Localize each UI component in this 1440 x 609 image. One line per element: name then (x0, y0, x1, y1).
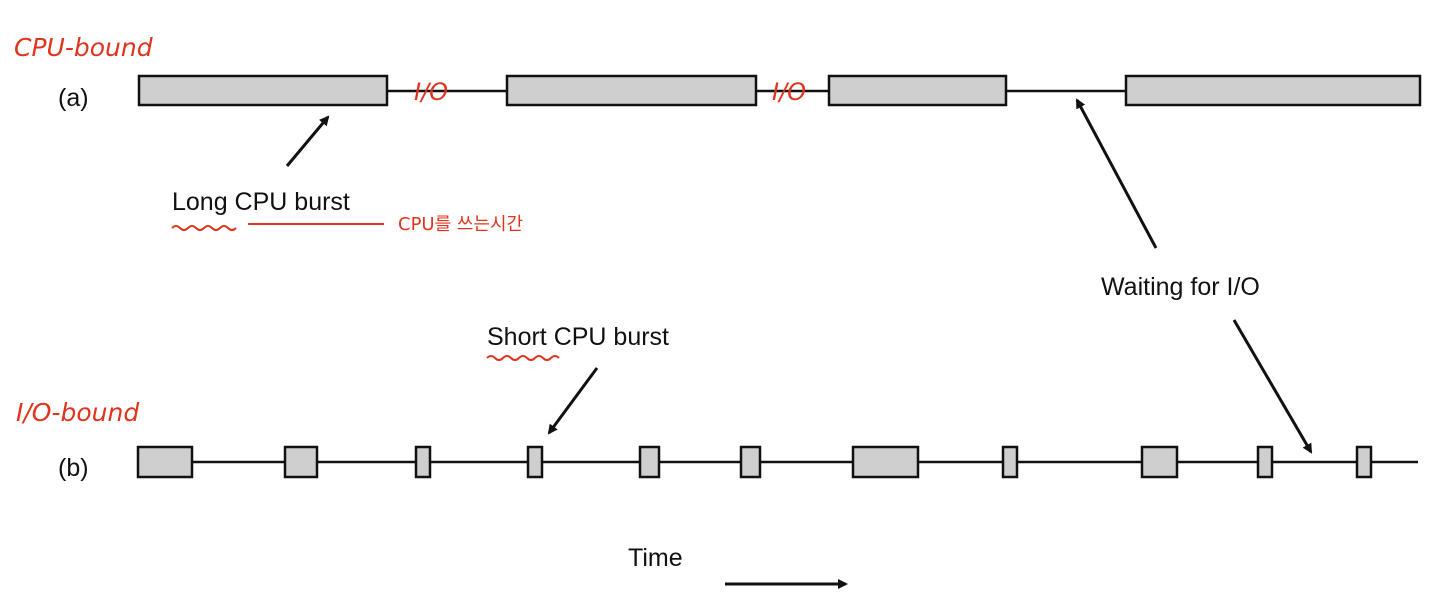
cpu-burst-b-1 (136, 445, 194, 479)
cpu-burst-a-1 (137, 74, 389, 107)
waiting-io-label: Waiting for I/O (1101, 273, 1260, 301)
cpu-burst-b-7 (851, 445, 920, 479)
cpu-burst-a-2 (505, 74, 758, 107)
waiting-arrow-up (1075, 98, 1158, 249)
cpu-burst-b-4 (526, 445, 544, 479)
io-annotation-2: I/O (772, 78, 806, 106)
cpu-burst-b-11 (1355, 445, 1373, 479)
cpu-burst-b-8 (1001, 445, 1019, 479)
cpu-burst-b-2 (283, 445, 319, 479)
cpu-burst-b-10 (1256, 445, 1274, 479)
bursts-b (136, 445, 1373, 479)
short-wavy-underline (486, 355, 560, 361)
long-wavy-underline (171, 225, 237, 231)
cpu-burst-b-3 (414, 445, 432, 479)
cpu-burst-a-4 (1124, 74, 1422, 107)
long-burst-arrow (285, 115, 330, 167)
bursts-a (137, 74, 1422, 107)
time-label: Time (628, 544, 683, 572)
long-burst-note: CPU를 쓰는시간 (398, 214, 523, 235)
cpu-bound-annotation: CPU-bound (14, 33, 153, 62)
cpu-burst-b-6 (739, 445, 762, 479)
row-label-b: (b) (58, 454, 89, 482)
io-bound-annotation: I/O-bound (16, 398, 139, 427)
cpu-burst-b-5 (638, 445, 661, 479)
short-burst-arrow (547, 367, 599, 435)
short-burst-label: Short CPU burst (487, 323, 669, 351)
cpu-burst-b-9 (1140, 445, 1179, 479)
io-annotation-1: I/O (414, 78, 448, 106)
row-label-a: (a) (58, 84, 89, 112)
long-burst-label: Long CPU burst (172, 188, 350, 216)
waiting-arrow-down (1232, 319, 1313, 454)
cpu-burst-a-3 (827, 74, 1008, 107)
